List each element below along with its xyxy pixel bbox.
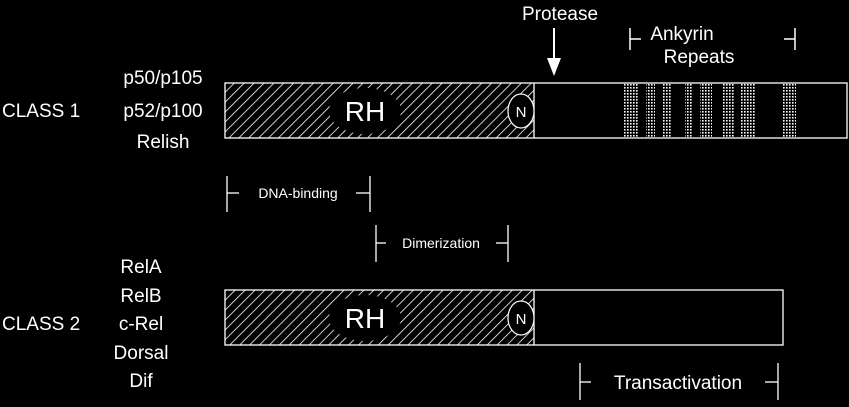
ankyrin-bracket: [629, 28, 796, 50]
protease-arrow-icon: [547, 28, 561, 76]
class2-label: CLASS 2: [2, 314, 80, 335]
ankyrin-label-line2: Repeats: [664, 47, 735, 68]
class1-n-label: N: [516, 104, 527, 121]
class1-rh-domain: [329, 88, 401, 134]
transactivation-label: Transactivation: [614, 373, 742, 394]
dimerization-bracket: [375, 225, 509, 262]
transactivation-bracket: [579, 363, 779, 400]
dna-binding-bracket: [226, 176, 371, 212]
ankyrin-repeat-blocks: [624, 83, 796, 138]
class1-protein-bar: [224, 82, 848, 139]
dimerization-label: Dimerization: [402, 235, 480, 251]
ankyrin-label-line1: Ankyrin: [650, 24, 713, 45]
class1-n-domain: [507, 93, 535, 129]
class2-member-dif: Dif: [129, 371, 153, 392]
class1-rh-label: RH: [345, 96, 385, 127]
class2-member-crel: c-Rel: [119, 314, 163, 335]
class2-member-relb: RelB: [120, 286, 161, 307]
class2-n-domain: [507, 300, 535, 336]
class2-member-rela: RelA: [120, 257, 162, 278]
protease-label: Protease: [522, 4, 598, 25]
class2-protein-bar: [224, 289, 784, 346]
class2-member-dorsal: Dorsal: [114, 343, 169, 364]
class2-n-label: N: [516, 311, 527, 328]
class2-rh-label: RH: [345, 303, 385, 334]
class1-label: CLASS 1: [2, 101, 80, 122]
class1-member-relish: Relish: [137, 132, 190, 153]
class1-member-p105: p50/p105: [123, 68, 202, 89]
class2-rh-domain: [329, 295, 401, 341]
class1-member-p100: p52/p100: [123, 101, 202, 122]
dna-binding-label: DNA-binding: [258, 185, 337, 201]
